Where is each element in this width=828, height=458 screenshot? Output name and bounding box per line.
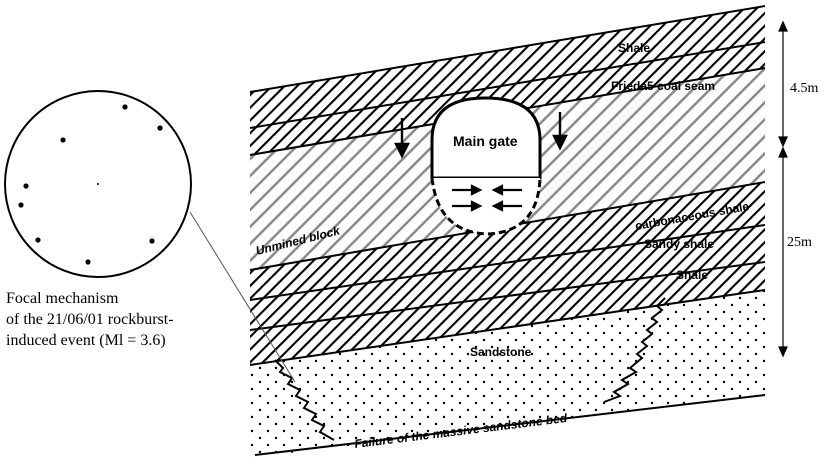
label-coal-seam: Frieda5 coal seam bbox=[611, 79, 715, 93]
label-shale-mid: Shale bbox=[676, 268, 708, 282]
label-sandy-shale: Sandy shale bbox=[644, 237, 714, 251]
layer-sandstone bbox=[250, 290, 765, 458]
label-main-gate: Main gate bbox=[453, 133, 518, 149]
layer-shale-lower bbox=[250, 262, 765, 365]
focal-caption-line1: Focal mechanism bbox=[6, 290, 119, 307]
label-sandstone: Sandstone bbox=[470, 345, 532, 359]
load-arrows bbox=[394, 112, 568, 159]
layer-carbonaceous-shale bbox=[250, 182, 765, 300]
dimension-top: 4.5m bbox=[790, 81, 819, 96]
connector-line bbox=[189, 211, 296, 383]
label-shale-top: Shale bbox=[618, 41, 650, 55]
main-gate bbox=[430, 96, 542, 236]
focal-caption-line3: induced event (Ml = 3.6) bbox=[6, 332, 166, 349]
bed-boundaries bbox=[249, 5, 766, 456]
layer-sandy-shale bbox=[250, 225, 765, 330]
dimension-markers bbox=[778, 20, 788, 358]
dimension-bottom: 25m bbox=[787, 235, 812, 250]
failure-zigzags bbox=[274, 297, 666, 441]
focal-mechanism-stereonet bbox=[4, 90, 192, 278]
focal-caption-line2: of the 21/06/01 rockburst- bbox=[6, 311, 174, 328]
layer-coal-seam bbox=[250, 42, 765, 155]
layer-shale-top bbox=[250, 6, 765, 128]
